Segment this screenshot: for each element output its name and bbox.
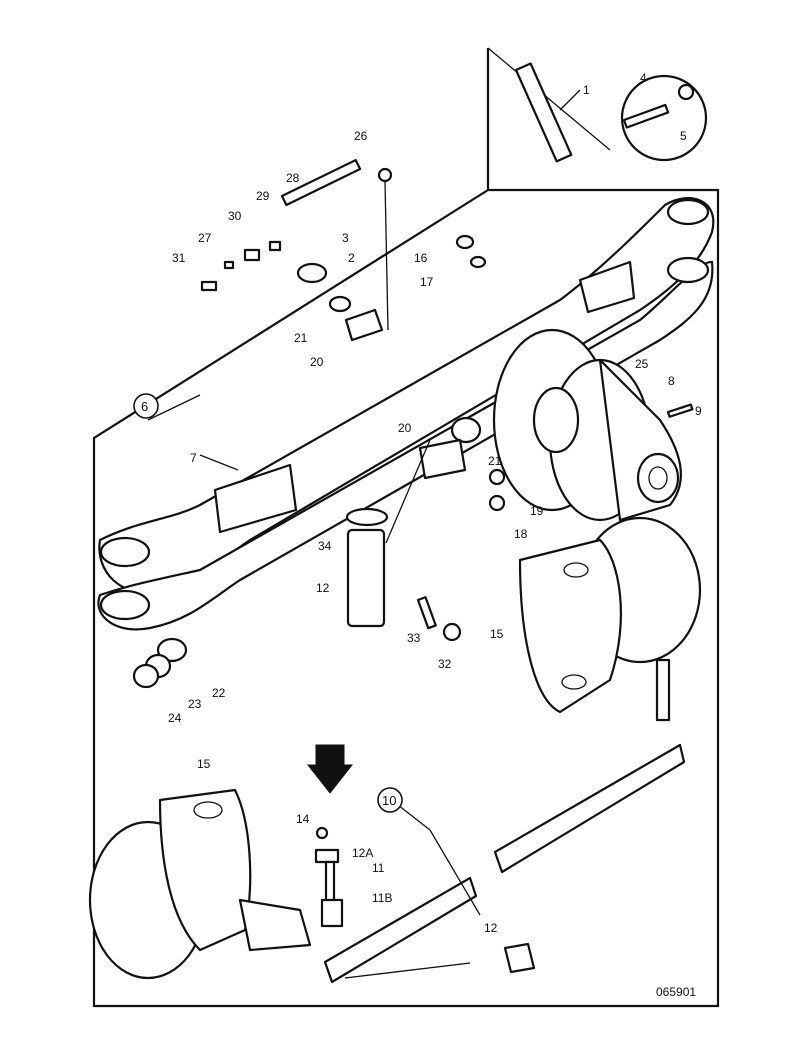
callout-32: 32	[438, 657, 452, 671]
differential-housing	[492, 328, 682, 522]
callout-19: 19	[530, 504, 544, 518]
callout-17: 17	[420, 275, 434, 289]
callout-circle-10	[377, 787, 403, 813]
callout-15-left: 15	[197, 757, 211, 771]
callout-2: 2	[348, 251, 355, 265]
callout-20-upper: 20	[310, 355, 324, 369]
callout-11: 11	[372, 861, 385, 875]
callout-34: 34	[318, 539, 332, 553]
callout-10: 10	[382, 793, 396, 808]
steering-knuckle-left	[88, 788, 312, 980]
callout-21-lower: 21	[488, 454, 502, 468]
callout-18: 18	[514, 527, 528, 541]
callout-26: 26	[354, 129, 368, 143]
frame	[92, 47, 720, 1008]
tie-rod	[323, 743, 686, 984]
callout-12-rod: 12	[484, 921, 498, 935]
callout-16: 16	[414, 251, 428, 265]
callout-22: 22	[212, 686, 226, 700]
small-parts	[132, 62, 708, 689]
callout-31: 31	[172, 251, 186, 265]
callout-4: 4	[640, 71, 647, 85]
callout-11B: 11B	[372, 891, 392, 905]
callout-21-upper: 21	[294, 331, 308, 345]
callout-12-pin: 12	[316, 581, 330, 595]
callout-3: 3	[342, 231, 349, 245]
callout-14: 14	[296, 812, 310, 826]
callout-1: 1	[583, 83, 590, 97]
callout-27: 27	[198, 231, 212, 245]
callout-33: 33	[407, 631, 421, 645]
callout-6: 6	[141, 399, 148, 414]
callout-8: 8	[668, 374, 675, 388]
callout-24: 24	[168, 711, 182, 725]
callout-12A: 12A	[352, 846, 373, 860]
callout-20-lower: 20	[398, 421, 412, 435]
callout-7: 7	[190, 451, 197, 465]
callout-28: 28	[286, 171, 300, 185]
callout-circle-6	[133, 393, 159, 419]
callout-5: 5	[680, 129, 687, 143]
swivel-pin-assembly	[314, 826, 536, 974]
steering-knuckle-right	[518, 516, 702, 722]
axle-beam	[97, 197, 715, 631]
callout-25: 25	[635, 357, 649, 371]
callout-30: 30	[228, 209, 242, 223]
figure-code: 065901	[656, 985, 696, 999]
callout-23: 23	[188, 697, 202, 711]
callout-15-right: 15	[490, 627, 504, 641]
down-arrow-icon	[306, 744, 354, 794]
leader-lines	[147, 89, 581, 916]
callout-9: 9	[695, 404, 702, 418]
callout-29: 29	[256, 189, 270, 203]
